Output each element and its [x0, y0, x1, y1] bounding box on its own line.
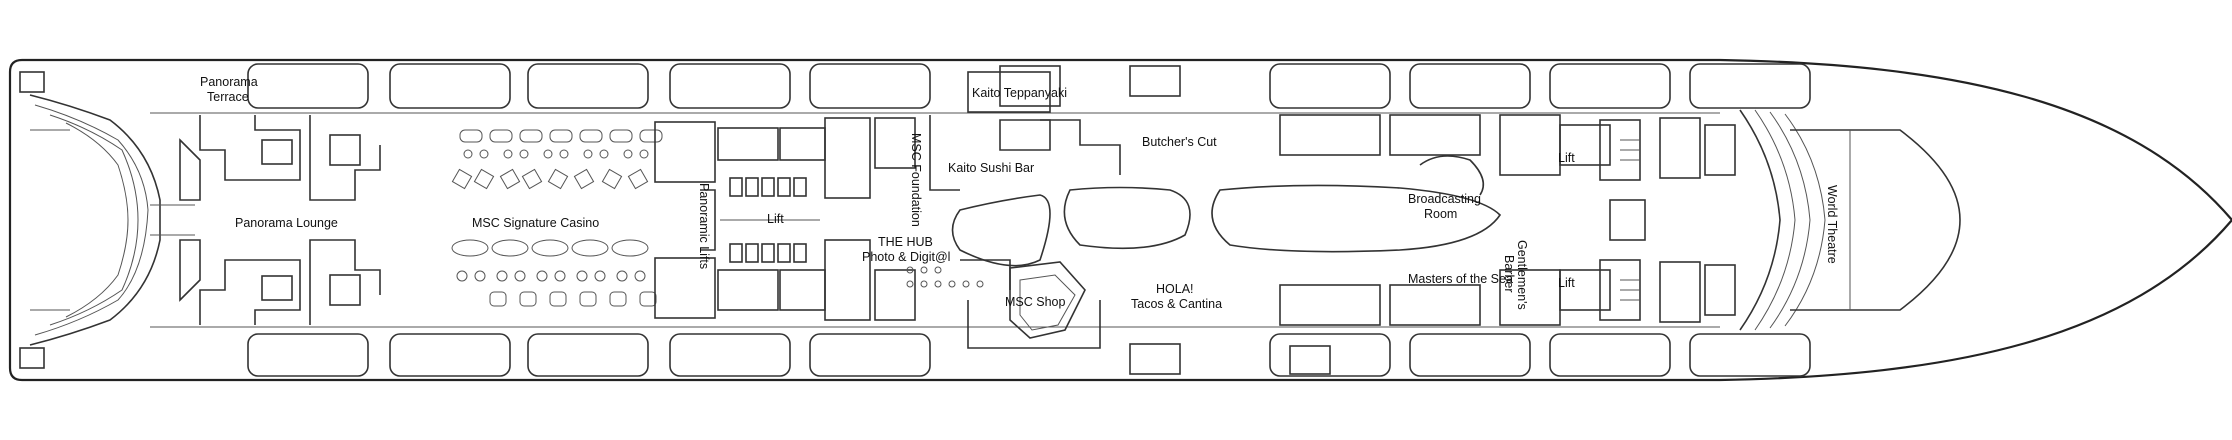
svg-text:THE HUB: THE HUB: [878, 235, 933, 249]
kaito-teppanyaki-label: Kaito Teppanyaki: [972, 86, 1067, 100]
msc-signature-casino-label: MSC Signature Casino: [472, 216, 599, 230]
panorama-lounge-label: Panorama Lounge: [235, 216, 338, 230]
central-shops-structures: [824, 71, 1121, 321]
svg-text:Barber: Barber: [1502, 255, 1516, 293]
kaito-sushi-bar-label: Kaito Sushi Bar: [948, 161, 1034, 175]
broadcasting-room-label: Broadcasting Room: [1408, 192, 1481, 221]
svg-text:Broadcasting: Broadcasting: [1408, 192, 1481, 206]
masters-of-the-sea-label: Masters of the Sea: [1408, 272, 1513, 286]
panoramic-lifts-label: Panoramic Lifts: [697, 183, 711, 269]
gentlemens-barber-label: Gentlemen's Barber: [1502, 240, 1529, 310]
lift-forward-lower-label: Lift: [1558, 276, 1575, 290]
svg-text:Room: Room: [1424, 207, 1457, 221]
svg-text:Panorama: Panorama: [200, 75, 258, 89]
panorama-terrace-label: Panorama Terrace: [200, 75, 258, 104]
svg-text:HOLA!: HOLA!: [1156, 282, 1194, 296]
world-theatre-label: World Theatre: [1825, 185, 1839, 264]
forward-service-blocks: [1279, 114, 1736, 326]
msc-shop-label: MSC Shop: [1005, 295, 1065, 309]
aft-venue-structures: [150, 115, 381, 325]
msc-shop-structure: [967, 261, 1101, 349]
svg-text:Tacos & Cantina: Tacos & Cantina: [1131, 297, 1222, 311]
world-theatre-structure: [1739, 109, 1961, 331]
msc-foundation-label: MSC Foundation: [909, 133, 923, 227]
svg-text:Photo & Digit@l: Photo & Digit@l: [862, 250, 950, 264]
aft-panorama-seating: [19, 71, 161, 369]
lifeboats-port-row: [247, 63, 1811, 109]
svg-text:Terrace: Terrace: [207, 90, 249, 104]
casino-gaming-tables: [451, 129, 663, 307]
lift-forward-upper-label: Lift: [1558, 151, 1575, 165]
lifeboats-starboard-row: [247, 333, 1811, 377]
hola-tacos-label: HOLA! Tacos & Cantina: [1131, 282, 1222, 311]
the-hub-label: THE HUB Photo & Digit@l: [862, 235, 950, 264]
svg-text:Gentlemen's: Gentlemen's: [1515, 240, 1529, 310]
atrium-voids: [951, 155, 1502, 267]
lift-midship-label: Lift: [767, 212, 784, 226]
butchers-cut-label: Butcher's Cut: [1142, 135, 1217, 149]
